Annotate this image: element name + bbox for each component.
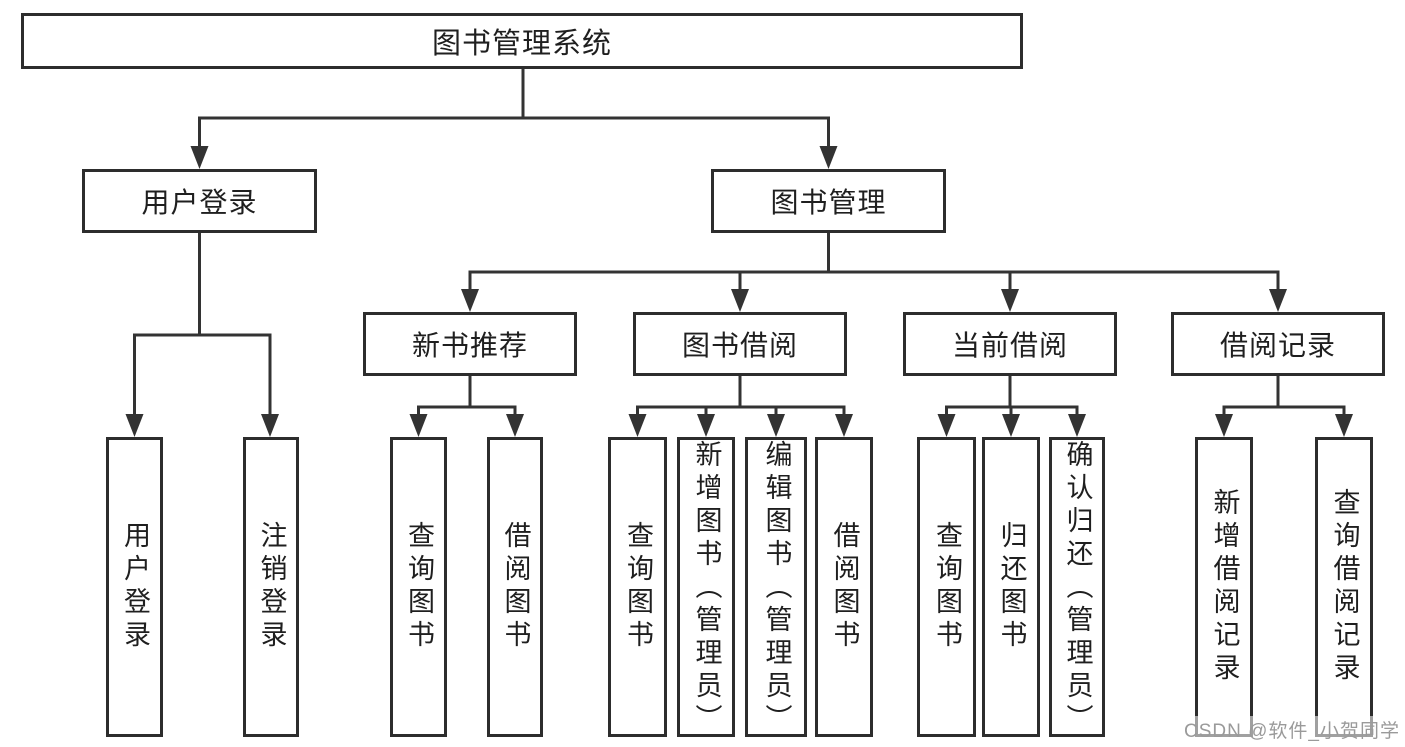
node-library-system: 图书管理系统 [21,13,1023,69]
arrowhead-icon [1269,289,1287,312]
leaf-confirm-return-admin: 确认归还（管理员） [1049,437,1105,737]
arrowhead-icon [409,414,428,437]
leaf-query-books-3: 查询图书 [917,437,976,737]
arrowhead-icon [767,414,785,437]
leaf-query-books-2-label: 查询图书 [623,521,653,653]
arrowhead-icon [261,414,279,437]
connector-book-borrow [628,374,853,437]
connector-current-borrow [937,374,1086,437]
node-new-book-recommend: 新书推荐 [363,312,577,376]
leaf-user-login-label: 用户登录 [120,521,150,653]
arrowhead-icon [1002,414,1020,437]
connector-book-management [461,231,1287,312]
connector-root [190,67,838,169]
arrowhead-icon [628,414,647,437]
arrowhead-icon [1215,414,1233,437]
leaf-return-books: 归还图书 [982,437,1040,737]
arrowhead-icon [697,414,715,437]
leaf-add-books-admin: 新增图书（管理员） [677,437,735,737]
node-current-borrow: 当前借阅 [903,312,1117,376]
leaf-user-login: 用户登录 [106,437,163,737]
leaf-confirm-return-admin-label: 确认归还（管理员） [1062,440,1093,737]
arrowhead-icon [1335,414,1353,437]
arrowhead-icon [125,414,144,437]
leaf-query-borrow-record-label: 查询借阅记录 [1329,488,1360,686]
arrowhead-icon [461,289,479,312]
connector-user-login [125,231,279,437]
arrowhead-icon [1068,414,1086,437]
leaf-edit-books-admin: 编辑图书（管理员） [745,437,807,737]
leaf-borrow-books-1: 借阅图书 [487,437,543,737]
arrowhead-icon [731,289,749,312]
leaf-add-books-admin-label: 新增图书（管理员） [691,440,722,737]
arrowhead-icon [190,146,209,169]
connector-new-book [409,374,524,437]
leaf-logout-label: 注销登录 [256,521,287,653]
leaf-edit-books-admin-label: 编辑图书（管理员） [761,440,792,737]
leaf-return-books-label: 归还图书 [996,521,1027,653]
leaf-query-books-2: 查询图书 [608,437,667,737]
watermark: CSDN @软件_小贺同学 [1182,716,1402,743]
leaf-add-borrow-record: 新增借阅记录 [1195,437,1253,737]
leaf-query-books-1-label: 查询图书 [404,521,434,653]
leaf-query-borrow-record: 查询借阅记录 [1315,437,1373,737]
node-book-management: 图书管理 [711,169,946,233]
leaf-query-books-3-label: 查询图书 [932,521,962,653]
leaf-query-books-1: 查询图书 [390,437,447,737]
arrowhead-icon [1001,289,1019,312]
leaf-borrow-books-2: 借阅图书 [815,437,873,737]
node-book-borrow: 图书借阅 [633,312,847,376]
node-user-login: 用户登录 [82,169,317,233]
arrowhead-icon [835,414,853,437]
node-borrow-records: 借阅记录 [1171,312,1385,376]
leaf-borrow-books-2-label: 借阅图书 [829,521,860,653]
arrowhead-icon [819,146,838,169]
arrowhead-icon [506,414,524,437]
leaf-borrow-books-1-label: 借阅图书 [500,521,531,653]
connector-borrow-records [1215,374,1353,437]
leaf-add-borrow-record-label: 新增借阅记录 [1209,488,1240,686]
arrowhead-icon [937,414,956,437]
leaf-logout: 注销登录 [243,437,299,737]
